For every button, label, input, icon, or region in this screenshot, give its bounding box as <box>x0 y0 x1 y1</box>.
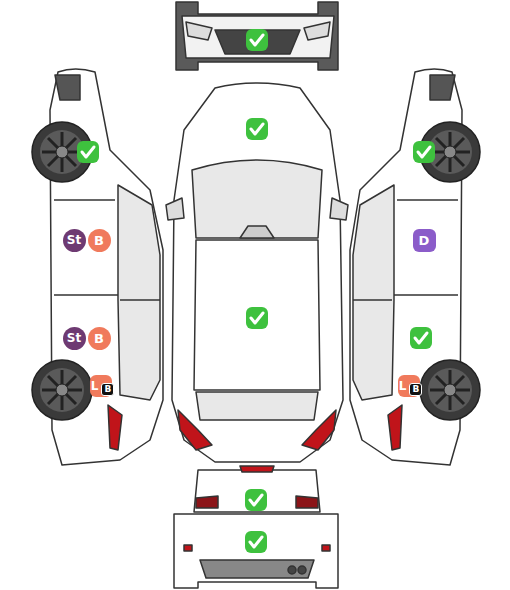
damage-badge: LB <box>90 375 112 397</box>
badge-sub-letter: B <box>101 383 114 396</box>
badge-letter: St <box>67 234 81 246</box>
badge-letter: D <box>419 234 430 247</box>
status-badge: D <box>413 229 436 252</box>
badge-letter: L <box>399 380 407 392</box>
status-badge: St <box>63 327 86 350</box>
badge-letter: St <box>67 332 81 344</box>
badge-letter: L <box>91 380 99 392</box>
badge-letter: B <box>94 332 104 345</box>
badge-letter: B <box>94 234 104 247</box>
badge-sub-letter: B <box>409 383 422 396</box>
damage-badge: LB <box>398 375 420 397</box>
status-badge: B <box>88 327 111 350</box>
status-badge: St <box>63 229 86 252</box>
status-badge: B <box>88 229 111 252</box>
